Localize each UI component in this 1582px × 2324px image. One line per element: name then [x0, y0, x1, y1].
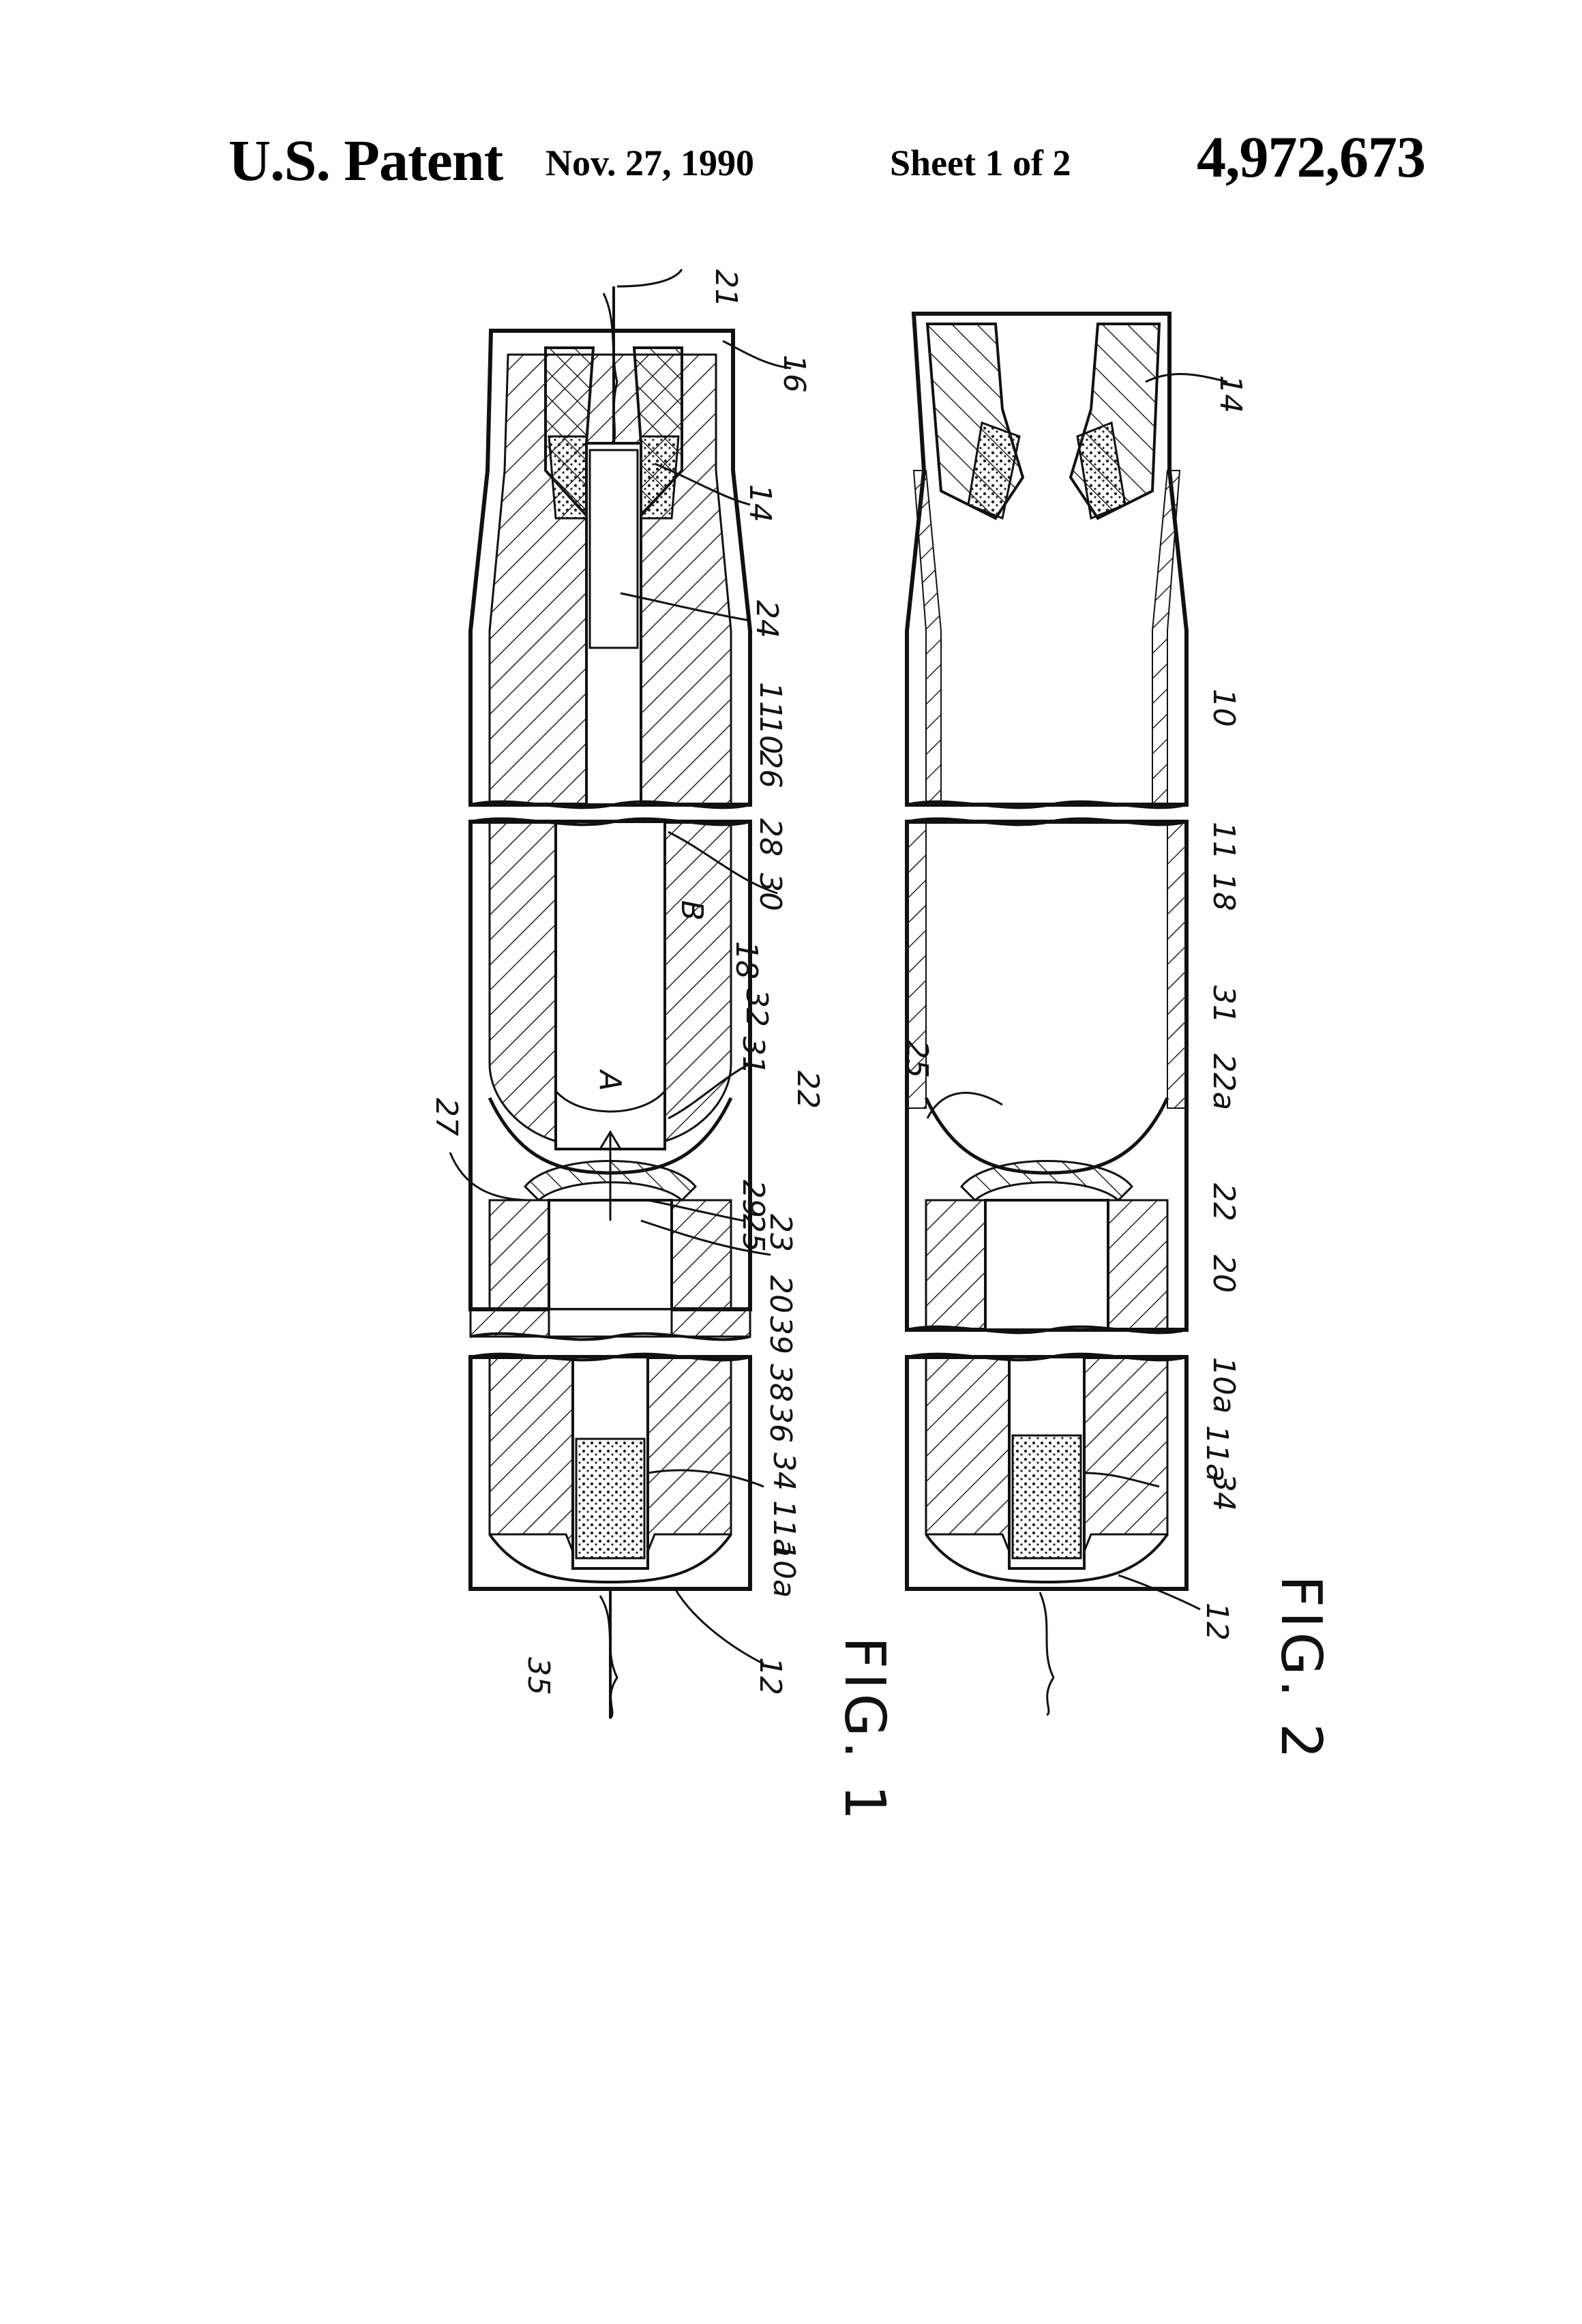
ref-label: 14	[1213, 375, 1248, 413]
ref-label: 36	[763, 1405, 798, 1443]
ref-label: 10	[753, 716, 788, 754]
fig2-closure-segment	[907, 314, 1186, 805]
fig2-reference-labels: 14 10 11 18 31 25 22a 22 20 10a 11a 34 1…	[899, 375, 1333, 1763]
ref-label: 28	[753, 818, 788, 856]
ref-label: 38	[763, 1364, 798, 1402]
ref-label: 11	[1206, 822, 1241, 860]
ref-label: 14	[743, 484, 777, 522]
ref-label: 26	[753, 750, 788, 788]
ref-label: 29	[736, 1180, 771, 1218]
ref-label: 18	[729, 941, 764, 979]
ref-label: 21	[708, 269, 743, 308]
fig2-middle-segment	[907, 822, 1186, 1330]
ref-label: 35	[521, 1657, 556, 1695]
fig1-middle-segment	[471, 822, 750, 1309]
ref-label: 34	[1206, 1473, 1241, 1511]
figure-2	[907, 314, 1186, 1715]
ref-label: 20	[763, 1275, 798, 1313]
ref-label: 24	[749, 600, 784, 638]
figure-1-label: FIG. 1	[832, 1637, 897, 1824]
ref-label: 30	[753, 873, 788, 911]
ref-label: 22a	[1206, 1054, 1241, 1110]
ref-label: 18	[1206, 873, 1241, 911]
ref-label: 10a	[766, 1541, 801, 1598]
ref-label: 12	[1199, 1603, 1234, 1641]
fig1-lower-segment	[471, 1309, 750, 1337]
ref-label: 32	[739, 989, 774, 1027]
ref-label: 25	[899, 1040, 934, 1078]
fig2-bottom-segment	[907, 1357, 1186, 1715]
fig1-closure-segment	[471, 286, 750, 805]
ref-label: 20	[1206, 1255, 1241, 1293]
ref-label: 16	[777, 355, 811, 393]
ref-label: 27	[429, 1098, 464, 1136]
figure-1	[471, 286, 750, 1718]
ref-label: 12	[753, 1657, 788, 1695]
ref-label: 34	[766, 1452, 801, 1491]
ref-label: 11	[753, 682, 788, 720]
ref-label: 22	[790, 1071, 825, 1109]
ref-label: 22	[1206, 1183, 1241, 1221]
ref-label: 31	[736, 1037, 771, 1075]
ref-label: 31	[1206, 985, 1241, 1024]
ref-label: A	[593, 1069, 627, 1091]
ref-label: 39	[763, 1316, 798, 1354]
fig1-bottom-segment	[471, 1357, 750, 1718]
ref-label: 10	[1206, 689, 1241, 727]
ref-label: 10a	[1206, 1357, 1241, 1414]
ref-label: 23	[763, 1214, 798, 1252]
figure-2-label: FIG. 2	[1268, 1575, 1333, 1763]
ref-label: B	[674, 900, 709, 921]
